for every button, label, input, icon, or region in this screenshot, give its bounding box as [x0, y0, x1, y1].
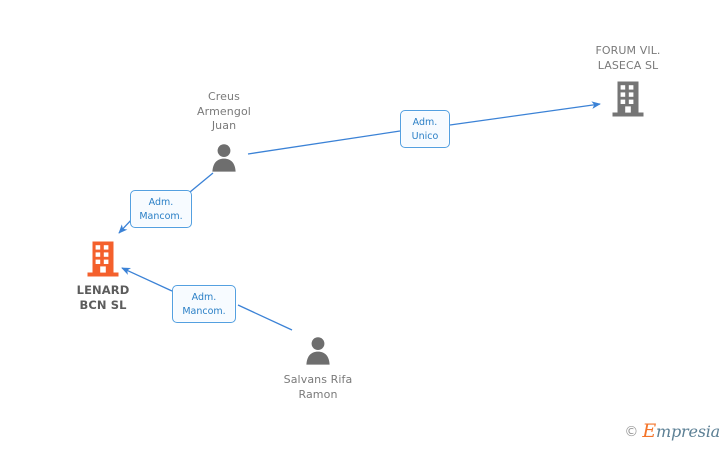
node-company-forum[interactable]: FORUM VIL. LASECA SL — [576, 44, 680, 118]
node-label-creus: Creus Armengol Juan — [197, 90, 251, 133]
node-person-salvans[interactable]: Salvans Rifa Ramon — [268, 334, 368, 402]
building-icon — [612, 81, 644, 117]
edge-label-adm-mancom-salvans[interactable]: Adm. Mancom. — [172, 285, 236, 323]
node-label-forum: FORUM VIL. LASECA SL — [595, 44, 661, 72]
node-label-lenard: LENARD BCN SL — [76, 283, 130, 313]
edge-label-adm-unico[interactable]: Adm. Unico — [400, 110, 450, 148]
node-person-creus[interactable]: Creus Armengol Juan — [176, 90, 272, 175]
copyright-icon: © — [624, 423, 639, 440]
edge-line-mancom2-lenard — [121, 267, 173, 292]
edge-label-adm-mancom-creus[interactable]: Adm. Mancom. — [130, 190, 192, 228]
building-icon — [87, 241, 119, 277]
watermark-empresia: © Empresia — [624, 422, 720, 441]
edge-line-creus-mancom1 — [189, 172, 214, 193]
person-icon — [212, 143, 236, 172]
edge-line-salvans-mancom2 — [237, 304, 293, 331]
edge-line-unico-forum — [449, 101, 601, 126]
person-icon — [306, 337, 330, 365]
node-label-salvans: Salvans Rifa Ramon — [283, 373, 353, 401]
watermark-brand-rest: mpresia — [656, 422, 720, 441]
watermark-brand: Empresia — [642, 422, 720, 441]
edge-line-creus-unico — [247, 130, 401, 155]
watermark-brand-initial: E — [642, 420, 656, 442]
node-company-lenard[interactable]: LENARD BCN SL — [58, 240, 148, 313]
